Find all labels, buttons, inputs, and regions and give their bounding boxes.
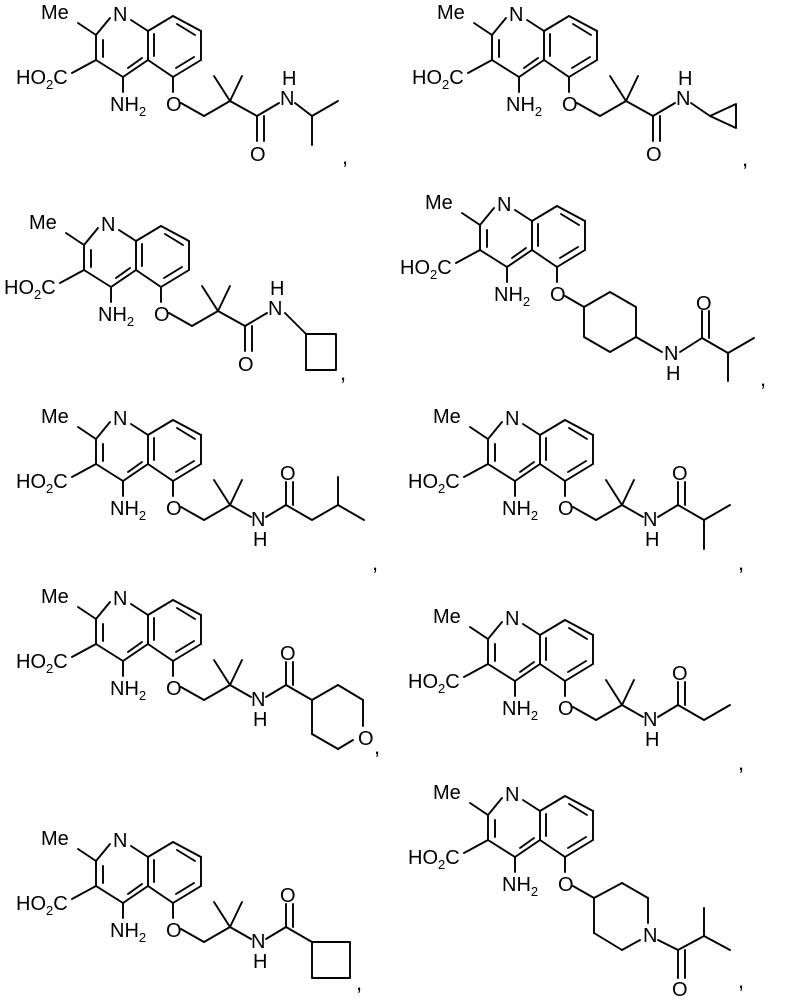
structure-3: , — [4, 212, 346, 385]
separator-comma: , — [340, 360, 346, 385]
structure-1: , — [16, 2, 348, 169]
separator-comma: , — [356, 970, 362, 995]
separator-comma: , — [374, 734, 380, 759]
separator-comma: , — [342, 144, 348, 169]
structure-7: O , — [16, 586, 380, 759]
structure-9: , — [16, 828, 362, 995]
separator-comma: , — [760, 366, 766, 391]
structure-10: , — [408, 782, 744, 1000]
separator-comma: , — [372, 550, 378, 575]
structure-4: , — [400, 192, 766, 391]
separator-comma: , — [738, 550, 744, 575]
separator-comma: , — [742, 146, 748, 171]
structure-8: , — [408, 606, 744, 775]
separator-comma: , — [738, 968, 744, 993]
ring-o-label: O — [358, 728, 374, 750]
structure-5: , — [16, 406, 378, 575]
structure-2: , — [412, 2, 748, 171]
structure-6: , — [408, 406, 744, 575]
separator-comma: , — [738, 750, 744, 775]
